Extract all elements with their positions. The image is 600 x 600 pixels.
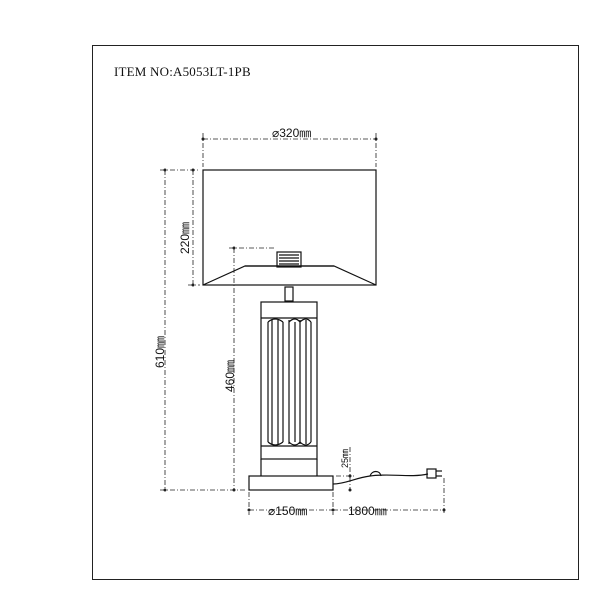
power-plug [426, 468, 437, 479]
lamp-base [248, 475, 334, 491]
lamp-shade [202, 169, 377, 286]
lamp-body [260, 301, 318, 460]
label-shade-height: 220㎜ [178, 221, 192, 254]
drawing-frame [92, 45, 579, 580]
body-flutes [267, 320, 312, 444]
lamp-socket [276, 251, 302, 268]
shade-inner-rim [202, 265, 377, 286]
lamp-neck [284, 286, 294, 302]
label-base-diameter: ⌀150㎜ [268, 504, 308, 518]
label-cord-length: 1800㎜ [348, 504, 387, 518]
label-total-height: 610㎜ [153, 335, 167, 368]
item-number: ITEM NO:A5053LT-1PB [114, 64, 251, 79]
label-base-height: 25㎜ [340, 448, 350, 468]
label-body-height: 460㎜ [223, 359, 237, 392]
label-shade-diameter: ⌀320㎜ [272, 126, 312, 140]
